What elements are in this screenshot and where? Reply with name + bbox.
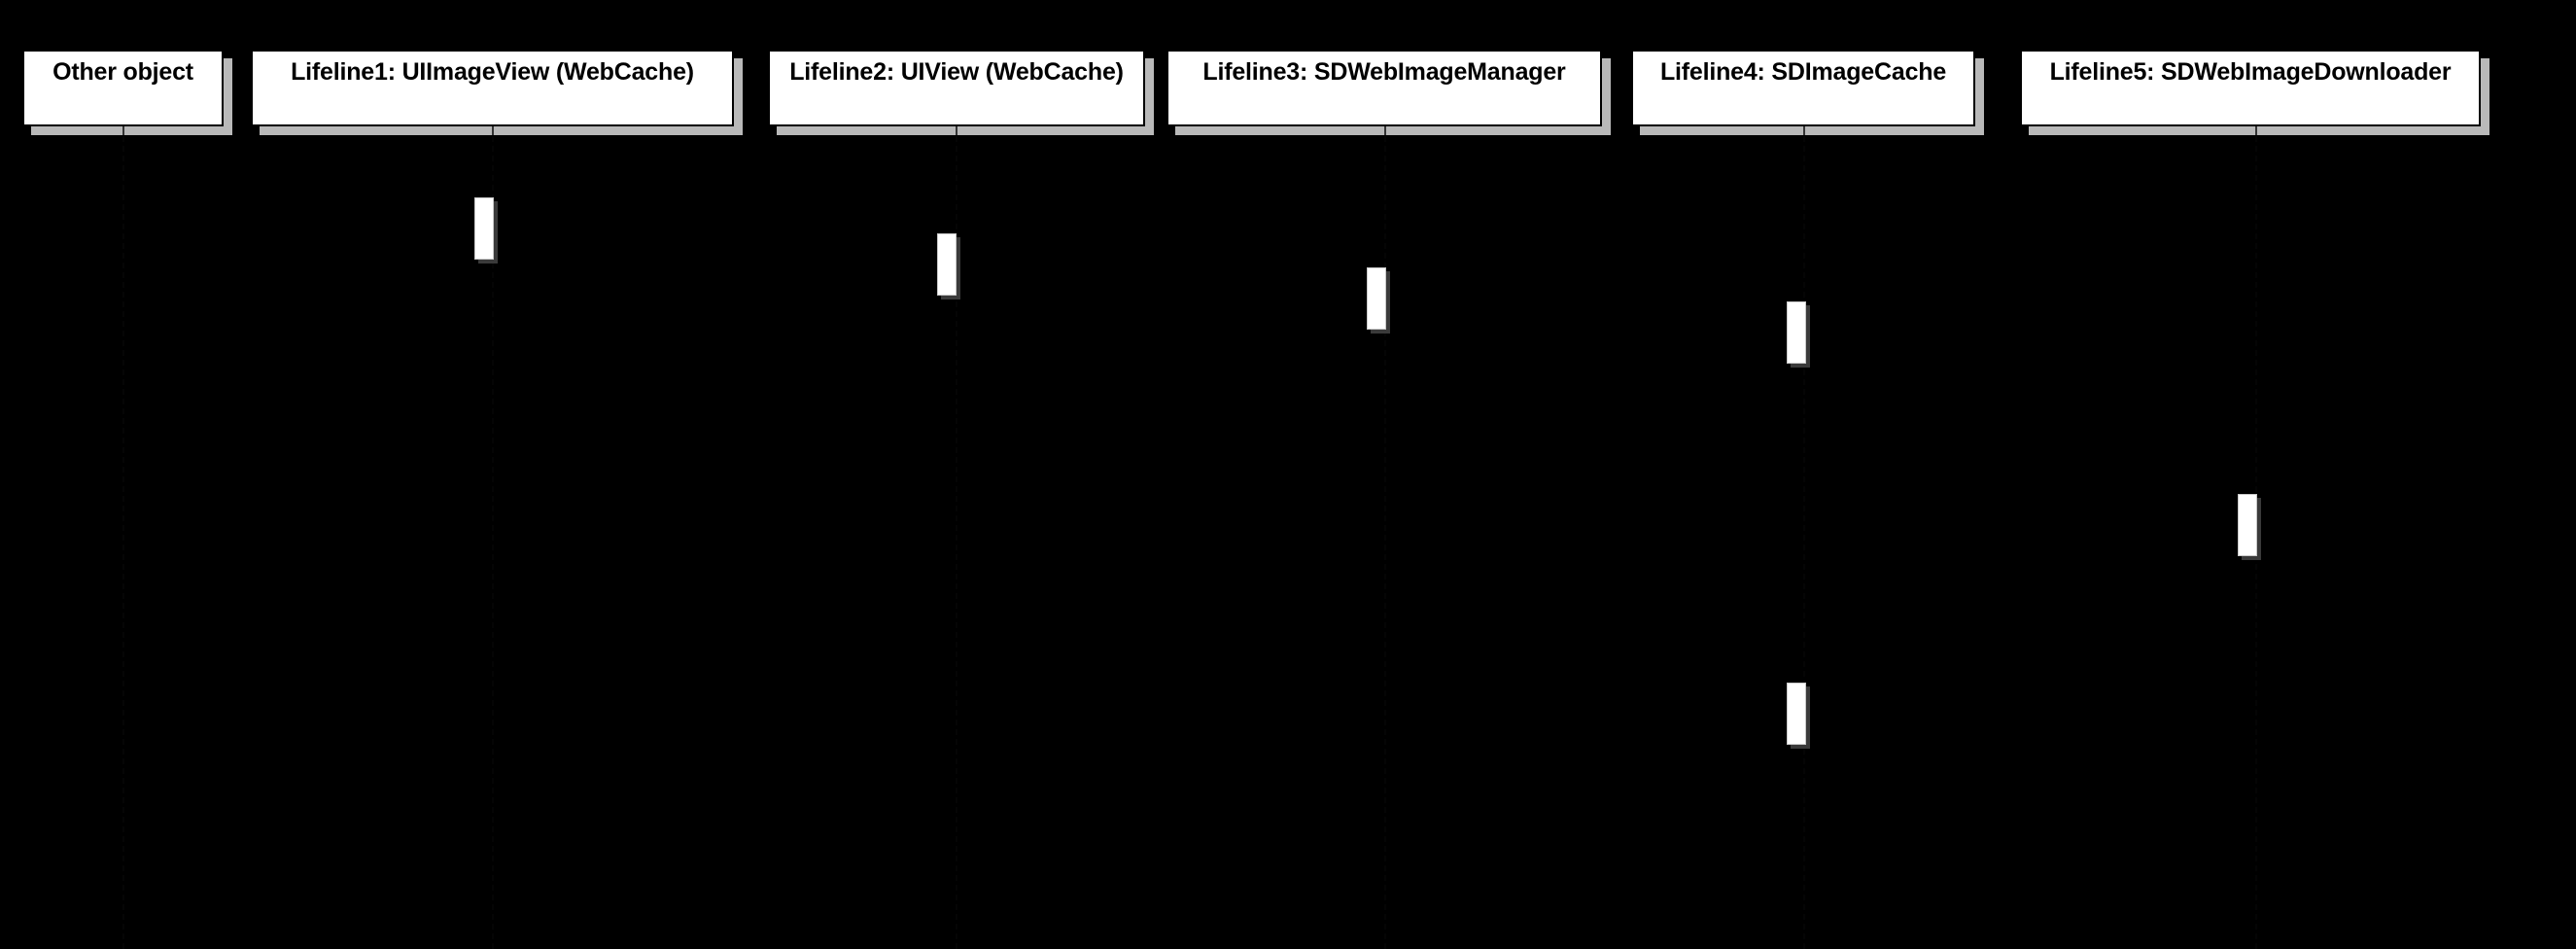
lifeline-stem-cap-lifeline4 bbox=[1803, 126, 1805, 135]
lifeline-stem-cap-lifeline2 bbox=[956, 126, 957, 135]
lifeline-label-lifeline1: Lifeline1: UIImageView (WebCache) bbox=[291, 58, 694, 86]
lifeline-stem-lifeline2 bbox=[956, 126, 957, 949]
activation-lifeline1-box bbox=[474, 197, 494, 260]
lifeline-header-box-other-object[interactable]: Other object bbox=[22, 50, 224, 126]
activation-lifeline4-first-box bbox=[1787, 301, 1806, 364]
lifeline-stem-lifeline3 bbox=[1384, 126, 1386, 949]
activation-lifeline3-box bbox=[1367, 267, 1386, 330]
activation-lifeline2-box bbox=[937, 233, 957, 296]
lifeline-label-lifeline4: Lifeline4: SDImageCache bbox=[1659, 58, 1947, 86]
activation-lifeline4-first[interactable] bbox=[1787, 301, 1810, 368]
lifeline-label-lifeline2: Lifeline2: UIView (WebCache) bbox=[789, 58, 1124, 86]
lifeline-header-box-lifeline3[interactable]: Lifeline3: SDWebImageManager bbox=[1166, 50, 1602, 126]
activation-lifeline5-box bbox=[2238, 494, 2257, 556]
lifeline-stem-lifeline4 bbox=[1803, 126, 1805, 949]
lifeline-stem-lifeline1 bbox=[492, 126, 494, 949]
lifeline-header-box-lifeline4[interactable]: Lifeline4: SDImageCache bbox=[1631, 50, 1975, 126]
activation-lifeline4-second[interactable] bbox=[1787, 683, 1810, 749]
lifeline-header-box-lifeline2[interactable]: Lifeline2: UIView (WebCache) bbox=[768, 50, 1145, 126]
lifeline-label-other-object: Other object bbox=[52, 58, 193, 86]
activation-lifeline1[interactable] bbox=[474, 197, 498, 264]
lifeline-header-box-lifeline5[interactable]: Lifeline5: SDWebImageDownloader bbox=[2020, 50, 2481, 126]
activation-lifeline3[interactable] bbox=[1367, 267, 1390, 334]
lifeline-stem-other-object bbox=[122, 126, 124, 949]
lifeline-label-lifeline5: Lifeline5: SDWebImageDownloader bbox=[2049, 58, 2452, 86]
activation-lifeline5[interactable] bbox=[2238, 494, 2261, 560]
lifeline-stem-cap-lifeline5 bbox=[2255, 126, 2257, 135]
activation-lifeline4-second-box bbox=[1787, 683, 1806, 745]
lifeline-stem-cap-lifeline1 bbox=[492, 126, 494, 135]
lifeline-label-lifeline3: Lifeline3: SDWebImageManager bbox=[1202, 58, 1566, 86]
activation-lifeline2[interactable] bbox=[937, 233, 960, 299]
lifeline-header-box-lifeline1[interactable]: Lifeline1: UIImageView (WebCache) bbox=[251, 50, 734, 126]
lifeline-stem-cap-other-object bbox=[122, 126, 124, 135]
lifeline-stem-cap-lifeline3 bbox=[1384, 126, 1386, 135]
